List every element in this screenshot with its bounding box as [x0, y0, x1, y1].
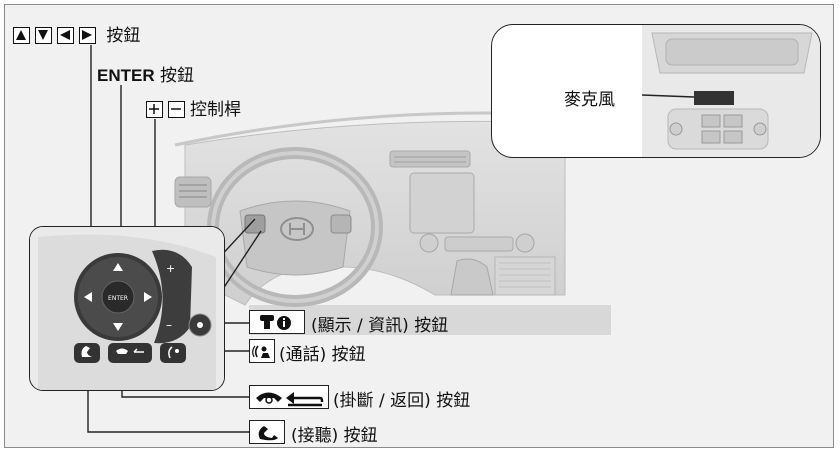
diagram-frame: 麥克風 ENTER + –: [4, 4, 834, 448]
right-triangle-icon: [79, 27, 96, 44]
pickup-label: (接聽) 按鈕: [291, 426, 378, 446]
microphone-inset: 麥克風: [491, 24, 821, 158]
pickup-icon: [249, 420, 285, 444]
hangup-back-icon: [249, 385, 329, 409]
enter-button-label-row: ENTER 按鈕: [97, 61, 194, 86]
enter-button-label: 按鈕: [160, 66, 195, 86]
highlight-bar: [249, 305, 611, 335]
arrow-buttons-label: 按鈕: [106, 26, 141, 46]
volume-plus-label: +: [166, 262, 175, 275]
info-phone-icon: [249, 310, 305, 334]
car-interior-illustration: [174, 111, 566, 307]
talk-icon: [249, 339, 275, 363]
enter-key-label: ENTER: [108, 295, 128, 302]
plus-icon: [146, 101, 163, 118]
volume-minus-label: –: [166, 318, 172, 332]
volume-lever-label: 控制桿: [190, 100, 241, 120]
hangup-back-label: (掛斷 / 返回) 按鈕: [333, 391, 471, 411]
minus-icon: [168, 101, 185, 118]
steering-controls-illustration: ENTER + –: [30, 227, 224, 390]
up-triangle-icon: [13, 27, 30, 44]
display-info-label: (顯示 / 資訊) 按鈕: [311, 316, 449, 336]
left-triangle-icon: [57, 27, 74, 44]
steering-controls-inset: ENTER + –: [29, 226, 225, 391]
down-triangle-icon: [35, 27, 52, 44]
talk-label: (通話) 按鈕: [279, 345, 366, 365]
microphone-label: 麥克風: [564, 90, 615, 110]
roof-console-illustration: [641, 25, 820, 157]
enter-text: ENTER: [97, 66, 155, 85]
volume-lever-label-row: 控制桿: [146, 95, 241, 120]
arrow-buttons-label-row: 按鈕: [13, 21, 140, 46]
